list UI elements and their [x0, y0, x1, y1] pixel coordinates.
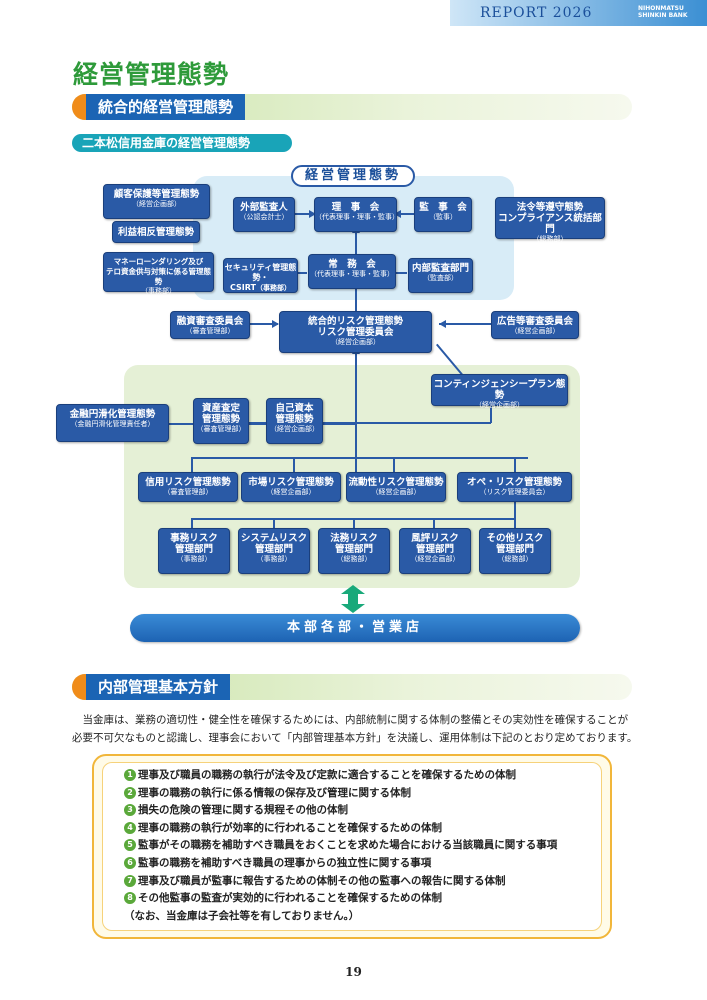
legal-risk-box: 法務リスク管理部門（総務部） [318, 528, 390, 574]
arrow-left-icon [394, 210, 401, 218]
integrated-risk-box: 統合的リスク管理態勢リスク管理委員会（経営企画部） [279, 311, 432, 353]
connector-line [355, 353, 357, 474]
connector-line [439, 323, 491, 325]
page-title: 経営管理態勢 [73, 60, 230, 89]
capital-management-box: 自己資本管理態勢（経営企画部） [266, 398, 323, 444]
number-badge: 3 [124, 804, 136, 817]
connector-line [395, 272, 407, 274]
section-heading-bar: 統合的経営管理態勢 [72, 94, 632, 120]
connector-line [273, 518, 275, 528]
number-badge: 8 [124, 892, 136, 905]
number-badge: 5 [124, 839, 136, 852]
compliance-box: 法令等遵守態勢コンプライアンス統括部門（総務部） [495, 197, 605, 243]
operational-risk-box: オペ・リスク管理態勢（リスク管理委員会） [457, 472, 572, 502]
connector-line [514, 500, 516, 528]
connector-line [297, 272, 307, 274]
connector-line [433, 518, 435, 528]
section-heading-bar: 内部管理基本方針 [72, 674, 632, 700]
headquarters-branches-bar: 本部各部・営業店 [130, 614, 580, 642]
connector-line [514, 457, 516, 474]
system-risk-box: システムリスク管理部門（事務部） [238, 528, 310, 574]
chart-title: 経営管理態勢 [291, 165, 415, 187]
connector-line [294, 213, 314, 215]
connector-line [355, 288, 357, 313]
internal-audit-box: 内部監査部門（監査部） [408, 258, 473, 293]
double-arrow-icon [341, 585, 365, 613]
security-csirt-box: セキュリティ管理態勢・ CSIRT（事務部） [223, 258, 298, 293]
external-auditor-box: 外部監査人（公認会計士） [233, 197, 295, 232]
number-badge: 4 [124, 821, 136, 834]
advertising-review-committee-box: 広告等審査委員会（経営企画部） [491, 311, 579, 339]
contingency-plan-box: コンティンジェンシープラン態勢（経営企画部） [431, 374, 568, 409]
liquidity-risk-box: 流動性リスク管理態勢（経営企画部） [346, 472, 446, 502]
reputational-risk-box: 風評リスク管理部門（経営企画部） [399, 528, 471, 574]
credit-risk-box: 信用リスク管理態勢（審査管理部） [138, 472, 238, 502]
section-heading: 内部管理基本方針 [86, 674, 231, 700]
connector-line [248, 323, 278, 325]
connector-line [168, 423, 355, 425]
connector-line [191, 457, 528, 459]
policy-note: （なお、当金庫は子会社等を有しておりません。） [124, 909, 360, 922]
connector-line [191, 457, 193, 474]
arrow-right-icon [309, 210, 316, 218]
connector-line [353, 518, 355, 528]
loan-review-committee-box: 融資審査委員会（審査管理部） [170, 311, 250, 339]
arrow-right-icon [272, 320, 279, 328]
financial-facilitation-box: 金融円滑化管理態勢（金融円滑化管理責任者） [56, 404, 169, 442]
connector-line [490, 405, 492, 423]
customer-protection-box: 顧客保護等管理態勢（経営企画部） [103, 184, 210, 219]
board-of-directors-box: 理 事 会（代表理事・理事・監事） [314, 197, 399, 232]
connector-line [221, 422, 491, 424]
number-badge: 7 [124, 874, 136, 887]
aml-box: マネーローンダリング及び テロ資金供与対策に係る管理態勢 （事務部） [103, 252, 214, 295]
connector-line [393, 457, 395, 474]
conflict-of-interest-box: 利益相反管理態勢 [112, 221, 200, 243]
policy-box [92, 754, 612, 939]
connector-line [395, 213, 415, 215]
clerical-risk-box: 事務リスク管理部門（事務部） [158, 528, 230, 574]
executive-committee-box: 常 務 会（代表理事・理事・監事） [308, 254, 396, 289]
report-label: REPORT 2026 [480, 5, 593, 21]
policy-box-inner [102, 762, 602, 931]
section-heading: 統合的経営管理態勢 [86, 94, 246, 120]
connector-line [293, 457, 295, 474]
market-risk-box: 市場リスク管理態勢（経営企画部） [241, 472, 341, 502]
subheading: 二本松信用金庫の経営管理態勢 [72, 134, 292, 152]
arrow-left-icon [439, 320, 446, 328]
other-risk-box: その他リスク管理部門（総務部） [479, 528, 551, 574]
asset-assessment-box: 資産査定管理態勢（審査管理部） [193, 398, 249, 444]
number-badge: 1 [124, 769, 136, 781]
policy-intro-paragraph: 当金庫は、業務の適切性・健全性を確保するためには、内部統制に関する体制の整備とそ… [72, 714, 638, 744]
audit-board-box: 監 事 会（監事） [414, 197, 472, 232]
number-badge: 2 [124, 786, 136, 799]
page-number: 19 [345, 965, 362, 979]
number-badge: 6 [124, 856, 136, 869]
connector-line [355, 232, 357, 254]
connector-line [191, 518, 193, 528]
